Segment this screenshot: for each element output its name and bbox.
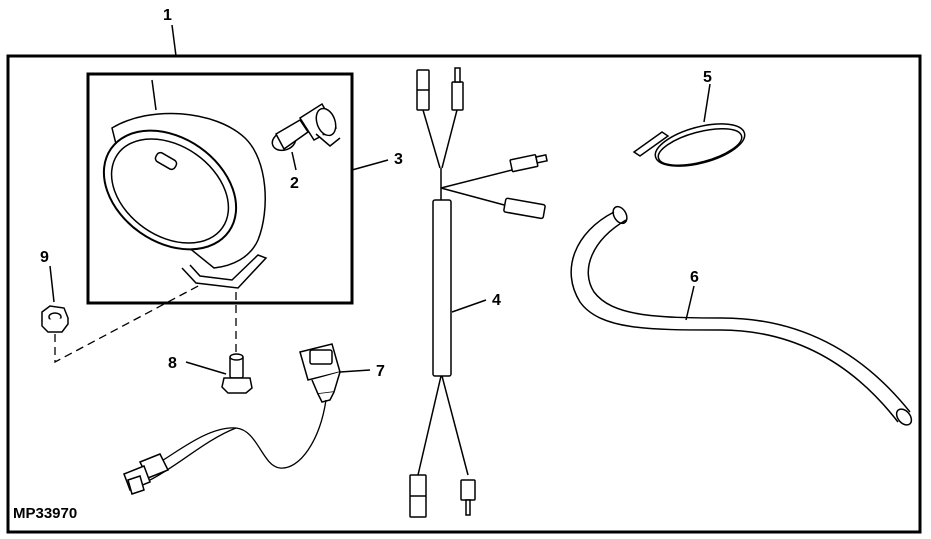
callout-6: 6 [690, 269, 699, 286]
connector-icon [299, 343, 341, 403]
callout-8: 8 [168, 355, 177, 372]
bulb-icon [271, 102, 341, 152]
lamp-inset-box [86, 72, 354, 305]
callout-9: 9 [40, 249, 49, 266]
figure-code: MP33970 [13, 505, 77, 522]
pigtail-terminals-icon [123, 453, 170, 495]
pigtail-wire-2 [149, 427, 237, 481]
callout-8-leader [185, 361, 227, 375]
nut-icon [41, 305, 69, 333]
callout-4: 4 [492, 292, 501, 309]
bolt-icon [221, 353, 253, 394]
mount-dashed-line [54, 284, 201, 364]
callout-4-leader [451, 299, 487, 313]
tubing-icon [570, 205, 913, 426]
callout-2-leader [291, 151, 297, 171]
callout-5-leader [703, 83, 711, 123]
callout-7: 7 [376, 363, 385, 380]
callout-5: 5 [703, 69, 712, 86]
callout-2: 2 [290, 175, 299, 192]
callout-3-leader [351, 159, 389, 171]
callout-1: 1 [163, 7, 172, 24]
callout-1-leader [171, 24, 177, 57]
callout-6-leader [685, 285, 695, 321]
outer-frame [6, 54, 922, 534]
callout-7-leader [339, 369, 371, 373]
pigtail-wire [159, 399, 327, 469]
work-light-icon [102, 79, 268, 289]
cable-tie-icon [632, 123, 746, 167]
callout-3: 3 [394, 151, 403, 168]
wiring-harness-icon [409, 67, 548, 518]
callout-9-leader [49, 265, 55, 303]
